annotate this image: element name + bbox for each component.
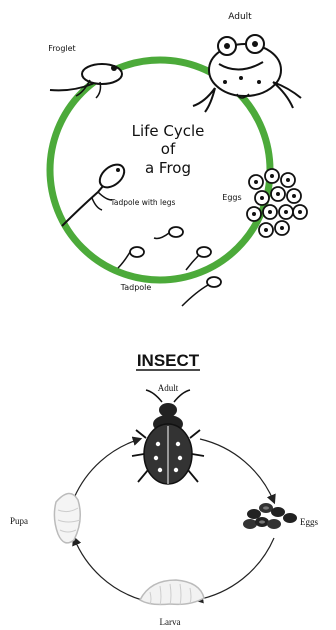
insect-label-eggs: Eggs (300, 517, 318, 527)
frog-title-line2: of (161, 140, 176, 158)
frog-label-tadpole: Tadpole (120, 283, 152, 292)
insect-cycle-arrow-larva-to-pupa (74, 538, 142, 600)
frog-title-line3: a Frog (145, 159, 191, 177)
beetle-icon (132, 390, 204, 484)
tadpole-with-legs-icon (62, 160, 129, 226)
insect-label-pupa: Pupa (10, 516, 28, 526)
insect-heading: INSECT (137, 351, 200, 370)
insect-cycle-arrow-eggs-to-larva (196, 538, 274, 600)
larva-icon (140, 580, 204, 605)
insect-label-larva: Larva (160, 617, 181, 627)
frog-life-cycle: Life Cycle of a Frog Adult Froglet (48, 12, 307, 306)
insect-life-cycle: INSECT Adult (10, 351, 318, 627)
frog-label-froglet: Froglet (48, 44, 75, 53)
frog-label-eggs: Eggs (222, 193, 241, 202)
pupa-icon (54, 493, 80, 542)
frog-label-adult: Adult (228, 12, 252, 22)
frog-label-tadpole-with-legs: Tadpole with legs (110, 198, 176, 207)
insect-cycle-arrow-pupa-to-adult (74, 439, 140, 498)
insect-cycle-arrow-adult-to-eggs (200, 439, 274, 502)
frog-title-line1: Life Cycle (132, 122, 205, 140)
insect-label-adult: Adult (158, 383, 179, 393)
insect-eggs-icon (243, 503, 297, 529)
